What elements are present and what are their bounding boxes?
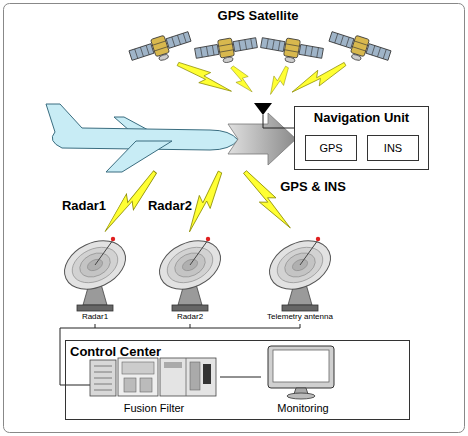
panel [124,378,136,392]
monitor-illustration [268,346,334,399]
lightning-bolt [175,58,235,98]
outer-frame [4,4,465,433]
ground-antennas [57,232,339,311]
slot [203,364,211,384]
radar-dish [152,232,229,311]
airplane [46,104,238,172]
box-title: Navigation Unit [314,111,409,126]
gps-satellite [326,28,392,70]
monitor-screen [273,350,329,382]
box-text: Monitoring [277,402,328,415]
lightning-bolt [227,63,257,96]
box-text: GPS [319,142,342,155]
signal-label: Radar2 [148,199,192,214]
signal-label: Radar1 [62,199,106,214]
module-box: INS [367,135,419,161]
rack [90,360,116,396]
radar-dish [57,232,134,311]
fusion-filter-computers [90,358,216,396]
panel [190,362,200,390]
downlink-signals [99,167,296,237]
drive-bay [122,362,154,374]
monitor-bezel [268,346,334,388]
signal-label: GPS & INS [280,180,346,195]
rack [160,358,216,396]
telemetry-dish [262,232,339,311]
antenna-label: Radar1 [82,312,108,321]
rack [118,358,158,396]
rack-slots [94,366,112,390]
satellite-signals [175,58,349,99]
near-wing [106,141,172,172]
computer-group: Fusion Filter [88,357,220,417]
antenna-label: Telemetry antenna [267,312,333,321]
panel [164,362,182,368]
heading-label: GPS Satellite [218,9,299,24]
gps-satellite [194,34,259,68]
box-text: Fusion Filter [124,402,185,415]
panel [140,378,152,392]
lightning-bolt [239,167,296,233]
monitor-group: Monitoring [261,345,345,417]
lightning-bolt [289,58,349,99]
center-box: Fusion Filter Monitoring Control Center [65,340,410,420]
module-box: GPS [305,135,357,161]
box-title: Control Center [70,345,161,360]
antenna-lead [263,115,294,128]
box-text: INS [384,142,402,155]
direction-arrow [228,113,296,165]
monitor-base [287,393,315,399]
connector-line [220,377,261,378]
gps-antenna [254,103,272,115]
lightning-bolt [265,64,293,98]
rack-divider [186,358,187,396]
gps-satellite [128,28,194,70]
antenna-label: Radar2 [177,312,203,321]
unit-box: GPS INS Navigation Unit [294,106,429,170]
gps-satellite [259,34,324,68]
satellites [128,28,393,70]
